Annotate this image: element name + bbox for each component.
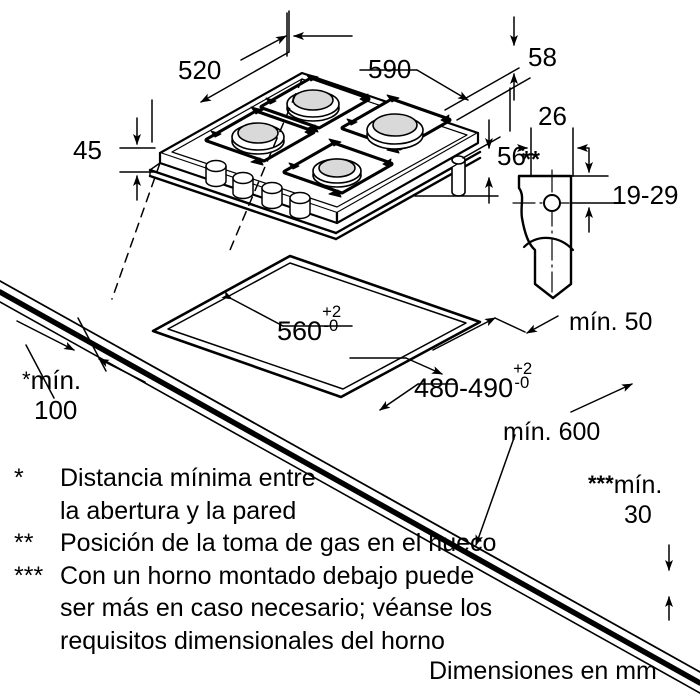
label-26: 26 <box>538 103 567 129</box>
label-480-490-value: 480-490 <box>414 373 514 403</box>
dimension-26 <box>517 127 589 177</box>
burner-rear-right <box>340 94 452 154</box>
label-480-490-tol-plus: +2 <box>513 359 533 379</box>
label-min-30-text: mín. <box>613 471 663 499</box>
label-min-100-mark: * <box>22 367 31 392</box>
leader-min-600 <box>475 383 633 546</box>
legend-item-3-line-3: requisitos dimensionales del horno <box>60 626 445 655</box>
units-note: Dimensiones en mm <box>429 659 657 684</box>
label-560-tolerance: +2-0 <box>322 304 348 340</box>
label-480-490-tol-minus: -0 <box>514 373 530 393</box>
label-min-100: *mín. 100 <box>22 365 82 426</box>
label-min-100-line2: 100 <box>34 394 81 426</box>
control-knobs <box>205 159 311 220</box>
dimension-56 <box>414 119 501 204</box>
label-min-50: mín. 50 <box>569 310 652 335</box>
label-45: 45 <box>73 137 102 163</box>
label-19-29: 19-29 <box>612 182 679 208</box>
dimension-560 <box>221 290 443 375</box>
label-560-tol-plus: +2 <box>322 302 342 322</box>
control-knob-1 <box>205 159 227 188</box>
dimension-min-100 <box>16 317 146 399</box>
label-min-30-line2: 30 <box>624 500 662 530</box>
label-560-value: 560 <box>277 316 323 346</box>
leader-min-50 <box>526 315 559 334</box>
label-min-30-line1: ***mín. <box>588 470 662 500</box>
dimension-520 <box>151 10 290 143</box>
gas-hole-centerlines <box>512 169 572 293</box>
legend-item-3-text: Con un horno montado debajo puede ser má… <box>60 560 496 658</box>
label-56: 56 <box>497 143 526 169</box>
legend-item-1: * Distancia mínima entre la abertura y l… <box>14 462 496 527</box>
label-gas-position-mark: ** <box>522 148 540 171</box>
label-min-100-line1: *mín. <box>22 365 82 396</box>
label-590: 590 <box>368 56 411 82</box>
label-min-50-value: mín. 50 <box>569 308 653 336</box>
label-min-30: ***mín. 30 <box>588 470 662 530</box>
control-knob-4 <box>289 191 311 220</box>
label-min-600: mín. 600 <box>503 420 600 445</box>
label-56-value: 56 <box>497 141 526 171</box>
label-min-30-mark: *** <box>588 471 614 496</box>
label-58: 58 <box>528 44 557 70</box>
label-520-value: 520 <box>178 55 222 85</box>
units-note-value: Dimensiones en mm <box>429 657 657 685</box>
label-590-value: 590 <box>368 54 412 84</box>
dimension-45 <box>119 117 156 201</box>
burner-front-right <box>282 138 394 198</box>
dimension-480-490 <box>379 317 526 411</box>
label-560-tol-minus: -0 <box>323 316 339 336</box>
label-520: 520 <box>178 57 221 83</box>
legend-item-3-line-1: Con un horno montado debajo puede <box>60 561 475 590</box>
legend-item-2: ** Posición de la toma de gas en el huec… <box>14 527 496 560</box>
burner-rear-left <box>259 73 371 133</box>
label-min-30-number: 30 <box>624 501 652 529</box>
burner-front-left <box>204 106 316 166</box>
legend-block: * Distancia mínima entre la abertura y l… <box>14 462 496 657</box>
dimension-58 <box>444 16 531 121</box>
label-gas-position-mark-value: ** <box>522 146 540 172</box>
legend-item-1-line-1: Distancia mínima entre <box>60 464 316 492</box>
control-knob-3 <box>261 181 283 210</box>
legend-item-2-line-1: Posición de la toma de gas en el hueco <box>60 529 497 557</box>
label-480-490: 480-490+2-0 <box>414 361 539 403</box>
projection-dashed-lines <box>111 78 303 300</box>
legend-item-1-text: Distancia mínima entre la abertura y la … <box>60 462 496 527</box>
label-min-100-number: 100 <box>34 394 78 425</box>
label-19-29-value: 19-29 <box>612 180 679 210</box>
label-26-value: 26 <box>538 101 567 131</box>
dimension-19-29 <box>570 147 626 233</box>
label-min-600-value: mín. 600 <box>503 418 601 446</box>
label-480-490-tolerance: +2-0 <box>513 361 539 397</box>
hob-perspective-view <box>0 10 700 694</box>
dimension-590 <box>286 12 511 132</box>
legend-item-2-text: Posición de la toma de gas en el hueco <box>60 527 496 560</box>
legend-item-1-line-2: la abertura y la pared <box>60 496 297 525</box>
legend-item-1-mark: * <box>14 464 24 492</box>
label-min-100-text: mín. <box>30 365 82 395</box>
legend-item-3: *** Con un horno montado debajo puede se… <box>14 560 496 658</box>
hob-support-leg <box>451 155 466 197</box>
legend-item-3-line-2: ser más en caso necesario; véanse los <box>60 594 493 622</box>
gas-connection-section <box>512 169 575 300</box>
legend-item-3-mark: *** <box>14 561 44 590</box>
legend-item-2-mark: ** <box>14 529 34 557</box>
label-560: 560+2-0 <box>277 304 348 346</box>
countertop-cutout <box>151 254 482 399</box>
label-58-value: 58 <box>528 42 557 72</box>
control-knob-2 <box>232 171 254 200</box>
label-45-value: 45 <box>73 135 102 165</box>
hob-skirt-left-return <box>149 162 161 177</box>
